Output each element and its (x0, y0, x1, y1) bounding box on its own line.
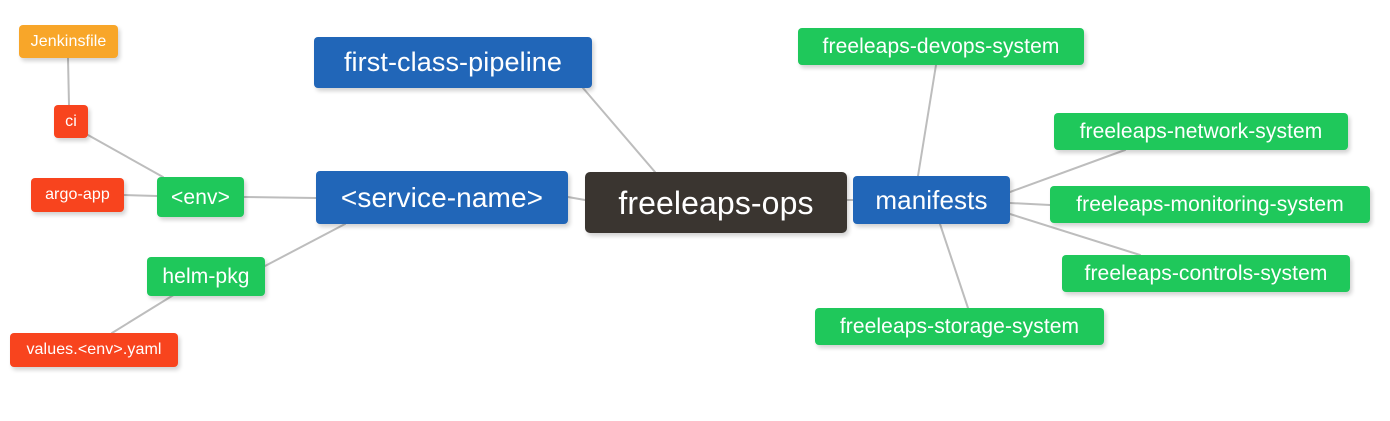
edge-first-class-pipeline-to-freeleaps-ops (582, 87, 656, 173)
mindmap-node-manifests[interactable]: manifests (853, 176, 1010, 224)
edge-ci-to-env (87, 134, 164, 178)
mindmap-node-env[interactable]: <env> (157, 177, 244, 217)
mindmap-node-freeleaps-network-system[interactable]: freeleaps-network-system (1054, 113, 1348, 150)
edge-helm-pkg-to-values-env-yaml (111, 290, 181, 334)
mindmap-node-freeleaps-devops-system[interactable]: freeleaps-devops-system (798, 28, 1084, 65)
mindmap-node-argo-app[interactable]: argo-app (31, 178, 124, 212)
mindmap-node-freeleaps-controls-system[interactable]: freeleaps-controls-system (1062, 255, 1350, 292)
edge-manifests-to-freeleaps-storage-system (939, 223, 969, 309)
edge-service-name-to-freeleaps-ops (567, 196, 586, 201)
mindmap-node-first-class-pipeline[interactable]: first-class-pipeline (314, 37, 592, 88)
edge-manifests-to-freeleaps-devops-system (917, 64, 937, 177)
mindmap-node-freeleaps-ops[interactable]: freeleaps-ops (585, 172, 847, 233)
mindmap-node-freeleaps-monitoring-system[interactable]: freeleaps-monitoring-system (1050, 186, 1370, 223)
edge-argo-app-to-env (123, 194, 158, 197)
mindmap-node-jenkinsfile[interactable]: Jenkinsfile (19, 25, 118, 58)
edge-service-name-to-helm-pkg (264, 223, 346, 267)
edge-manifests-to-freeleaps-monitoring-system (1009, 202, 1051, 206)
edge-env-to-service-name (243, 196, 317, 199)
mindmap-node-ci[interactable]: ci (54, 105, 88, 138)
mindmap-node-values-env-yaml[interactable]: values.<env>.yaml (10, 333, 178, 367)
mindmap-node-helm-pkg[interactable]: helm-pkg (147, 257, 265, 296)
edge-jenkinsfile-to-ci (67, 57, 70, 106)
mindmap-node-service-name[interactable]: <service-name> (316, 171, 568, 224)
mindmap-node-freeleaps-storage-system[interactable]: freeleaps-storage-system (815, 308, 1104, 345)
